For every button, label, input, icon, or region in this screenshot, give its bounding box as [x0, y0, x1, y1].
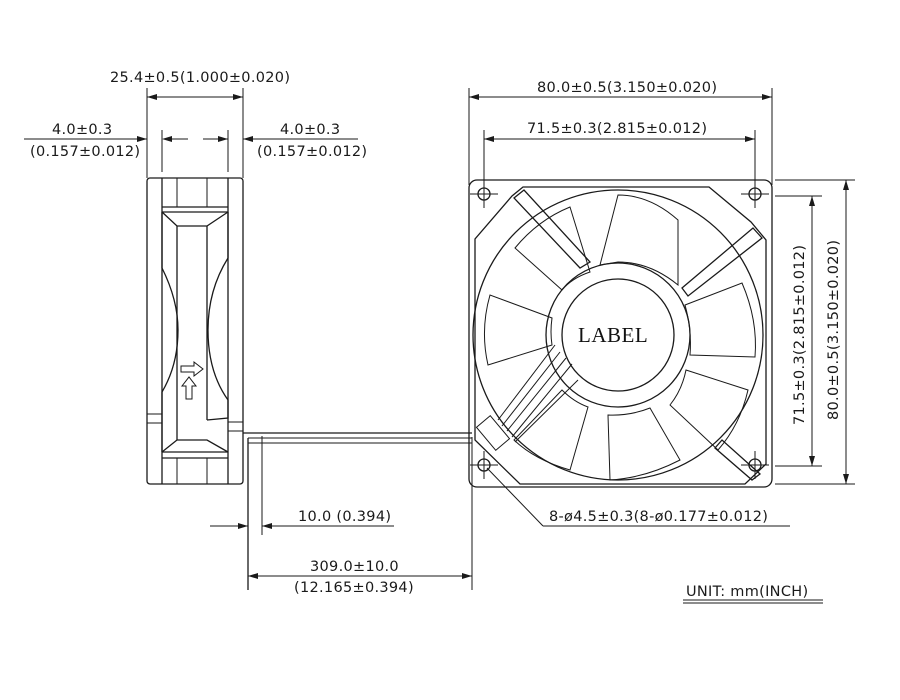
dim-thickness: 25.4±0.5(1.000±0.020)	[110, 70, 290, 86]
dim-right-flange-mm: 4.0±0.3	[280, 122, 340, 138]
fan-struts	[513, 189, 763, 481]
fan-hub-inner	[561, 278, 675, 392]
front-view-dimensions: 80.0±0.5(3.150±0.020) 71.5±0.3(2.815±0.0…	[468, 80, 855, 527]
fan-venturi	[472, 189, 764, 481]
mounting-holes	[470, 180, 769, 479]
side-housing-outline	[146, 177, 244, 485]
mounting-hole-icon	[741, 451, 769, 479]
lead-wire	[243, 432, 473, 590]
mounting-hole-icon	[470, 451, 498, 479]
dim-wire-length-inch: (12.165±0.394)	[294, 580, 414, 596]
wire-channel	[475, 344, 579, 451]
airflow-arrow-icon	[180, 360, 204, 378]
dim-strip-length: 10.0 (0.394)	[298, 509, 391, 525]
rotation-arrow-icon	[180, 376, 198, 400]
dim-overall-width: 80.0±0.5(3.150±0.020)	[537, 80, 717, 96]
hub-label: LABEL	[578, 323, 648, 347]
front-view: LABEL	[468, 179, 773, 488]
dim-right-flange-inch: (0.157±0.012)	[257, 144, 367, 160]
dim-overall-height: 80.0±0.5(3.150±0.020)	[826, 240, 842, 420]
unit-note: UNIT: mm(INCH)	[683, 584, 823, 604]
side-view	[146, 177, 244, 485]
lead-wire-dimensions: 10.0 (0.394) 309.0±10.0 (12.165±0.394)	[210, 509, 472, 596]
dim-left-flange-mm: 4.0±0.3	[52, 122, 112, 138]
dim-mounting-holes: 8-ø4.5±0.3(8-ø0.177±0.012)	[549, 509, 768, 525]
fan-frame	[468, 179, 773, 488]
fan-hub-outer	[545, 262, 691, 408]
wire-connector	[475, 415, 511, 451]
fan-blades	[483, 194, 756, 481]
dim-hole-spacing-height: 71.5±0.3(2.815±0.012)	[792, 245, 808, 425]
dim-hole-spacing-width: 71.5±0.3(2.815±0.012)	[527, 121, 707, 137]
dim-left-flange-inch: (0.157±0.012)	[30, 144, 140, 160]
dim-wire-length-mm: 309.0±10.0	[310, 559, 399, 575]
fan-housing	[474, 186, 767, 485]
unit-note-text: UNIT: mm(INCH)	[686, 584, 808, 600]
side-view-dimensions: 25.4±0.5(1.000±0.020) 4.0±0.3 (0.157±0.0…	[24, 70, 367, 178]
